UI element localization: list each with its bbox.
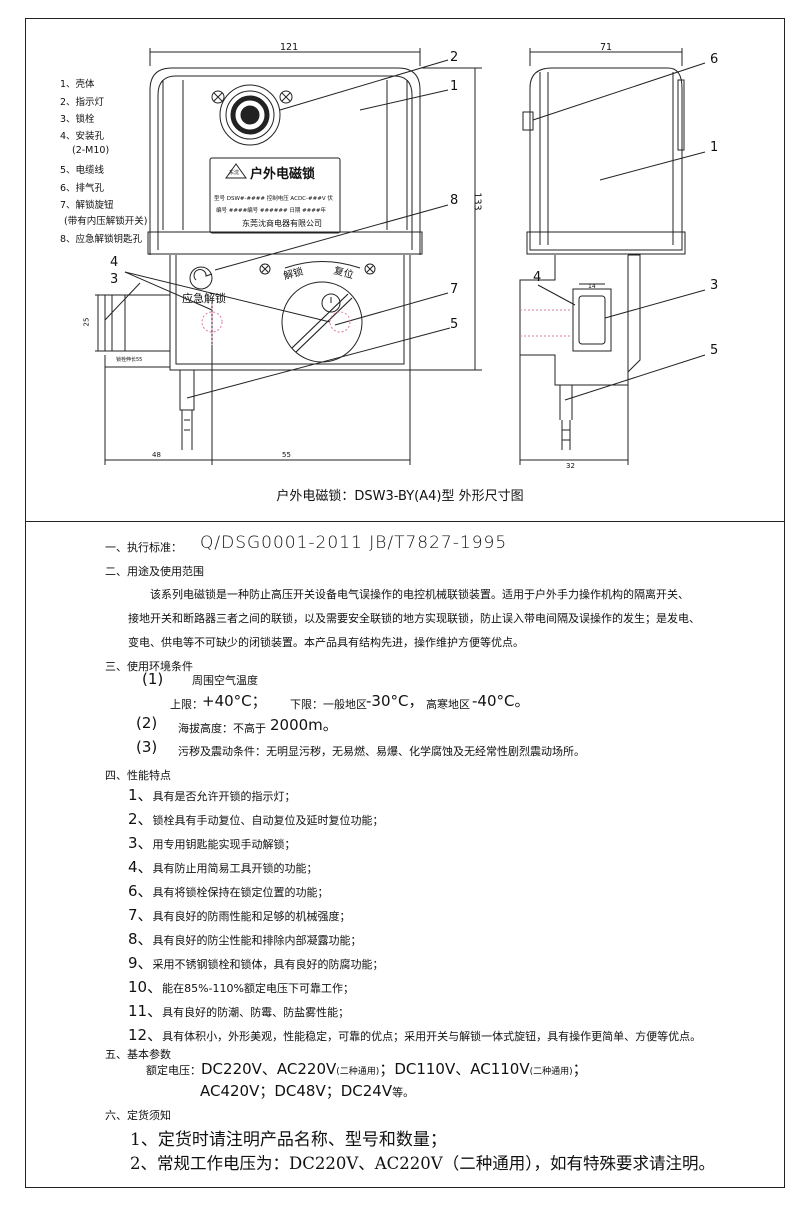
callout-1-side: 1 bbox=[710, 140, 719, 155]
callout-8: 8 bbox=[450, 193, 459, 208]
s3-item3: 污秽及震动条件：无明显污秽，无易燃、易爆、化学腐蚀及无经常性剧烈震动场所。 bbox=[178, 745, 585, 758]
drawing-caption: 户外电磁锁：DSW3-BY(A4)型 外形尺寸图 bbox=[276, 489, 524, 504]
legend-item: 8、应急解锁钥匙孔 bbox=[60, 234, 143, 245]
s3-item1-cold-value: -40°C。 bbox=[472, 692, 530, 710]
nameplate-logo: 东沈 bbox=[229, 170, 240, 176]
dimension-drawing bbox=[95, 48, 706, 465]
s2-para-2: 接地开关和断路器三者之间的联锁，以及需要安全联锁的地方实现联锁，防止误入带电间隔… bbox=[128, 612, 700, 625]
s5-voltage-line2: AC420V；DC48V；DC24V等。 bbox=[200, 1082, 415, 1100]
dim-side-inner: 14 bbox=[588, 283, 596, 290]
s1-standard: Q/DSG0001-2011 JB/T7827-1995 bbox=[200, 533, 508, 553]
s3-item3-num: (3) bbox=[136, 738, 158, 756]
legend-item: 5、电缆线 bbox=[60, 165, 105, 176]
legend-item: 2、指示灯 bbox=[60, 97, 105, 108]
s4-item: 4、具有防止用简易工具开锁的功能； bbox=[128, 858, 318, 876]
callout-1: 1 bbox=[450, 79, 459, 94]
dim-front-width: 121 bbox=[280, 42, 299, 53]
dim-side-bottom: 32 bbox=[566, 462, 575, 470]
nameplate-row2: 编号 ####编号 ###### 日期 ####年 bbox=[216, 208, 327, 214]
legend-item: 3、锁栓 bbox=[60, 114, 95, 125]
page-frame bbox=[25, 18, 785, 1188]
s3-item1-num: (1) bbox=[142, 670, 164, 688]
legend-item: (2-M10) bbox=[72, 145, 110, 156]
s4-item: 3、用专用钥匙能实现手动解锁； bbox=[128, 834, 296, 852]
s6-item-1: 1、定货时请注明产品名称、型号和数量； bbox=[130, 1130, 447, 1150]
s6-item-2: 2、常规工作电压为：DC220V、AC220V（二种通用），如有特殊要求请注明。 bbox=[130, 1154, 715, 1173]
dim-left-offset: 48 bbox=[152, 451, 161, 459]
s3-item2-label: 海拔高度：不高于 bbox=[178, 722, 266, 735]
legend-item: (带有内压解锁开关) bbox=[64, 216, 148, 227]
s5-title: 五、基本参数 bbox=[105, 1048, 171, 1061]
s3-item2-num: (2) bbox=[136, 714, 158, 732]
s4-item: 8、具有良好的防尘性能和排除内部凝露功能； bbox=[128, 930, 362, 948]
s3-item1-cold-label: 高寒地区 bbox=[426, 698, 470, 711]
callout-6-side: 6 bbox=[710, 52, 719, 67]
nameplate-title: 户外电磁锁 bbox=[250, 167, 316, 182]
s4-item: 6、具有将锁栓保持在锁定位置的功能； bbox=[128, 882, 329, 900]
callout-2: 2 bbox=[450, 50, 459, 65]
s4-item: 12、具有体积小，外形美观，性能稳定，可靠的优点；采用开关与解锁一体式旋钮，具有… bbox=[128, 1026, 702, 1044]
s3-item1-lower-label: 下限：一般地区 bbox=[290, 698, 367, 711]
s4-item: 9、采用不锈钢锁栓和锁体，具有良好的防腐功能； bbox=[128, 954, 384, 972]
callout-5-side: 5 bbox=[710, 343, 719, 358]
dim-bolt-extension: 锁栓伸长55 bbox=[116, 357, 143, 363]
s1-title: 一、执行标准： bbox=[105, 541, 182, 554]
s4-title: 四、性能特点 bbox=[105, 769, 171, 782]
callout-3-side: 3 bbox=[710, 278, 719, 293]
emergency-unlock-label: 应急解锁 bbox=[182, 292, 226, 305]
dim-mid-offset: 55 bbox=[282, 451, 291, 459]
callout-3: 3 bbox=[110, 272, 119, 287]
s2-para-1: 该系列电磁锁是一种防止高压开关设备电气误操作的电控机械联锁装置。适用于户外手力操… bbox=[150, 588, 689, 601]
legend-item: 7、解锁旋钮 bbox=[60, 200, 114, 211]
section-divider bbox=[25, 521, 785, 522]
s4-item: 11、具有良好的防潮、防霉、防盐雾性能； bbox=[128, 1002, 350, 1020]
s4-item: 2、锁栓具有手动复位、自动复位及延时复位功能； bbox=[128, 810, 384, 828]
s2-title: 二、用途及使用范围 bbox=[105, 565, 204, 578]
legend-item: 6、排气孔 bbox=[60, 183, 105, 194]
s3-item2-value: 2000m。 bbox=[270, 716, 338, 734]
s3-item1-lower-value: -30°C， bbox=[366, 692, 424, 710]
s3-title: 三、使用环境条件 bbox=[105, 660, 193, 673]
s6-title: 六、定货须知 bbox=[105, 1109, 171, 1122]
s3-item1-upper-value: +40°C； bbox=[202, 692, 267, 710]
s3-item1: 周围空气温度 bbox=[192, 674, 258, 687]
callout-4: 4 bbox=[110, 255, 119, 270]
dim-bolt: 25 bbox=[82, 317, 91, 327]
callout-4-side: 4 bbox=[533, 270, 542, 285]
s4-item: 10、能在85%-110%额定电压下可靠工作； bbox=[128, 978, 354, 996]
legend-item: 4、安装孔 bbox=[60, 131, 105, 142]
s4-item: 1、具有是否允许开锁的指示灯； bbox=[128, 786, 296, 804]
legend-item: 1、壳体 bbox=[60, 79, 95, 90]
s5-voltage-line1: 额定电压：DC220V、AC220V(二种通用)；DC110V、AC110V(二… bbox=[146, 1060, 588, 1078]
s4-item: 7、具有良好的防雨性能和足够的机械强度； bbox=[128, 906, 351, 924]
callout-5: 5 bbox=[450, 317, 459, 332]
s2-para-3: 变电、供电等不可缺少的闭锁装置。本产品具有结构先进，操作维护方便等优点。 bbox=[128, 636, 524, 649]
s3-item1-upper-label: 上限： bbox=[170, 698, 203, 711]
nameplate-row1: 型号 DSW#-#### 控制电压 ACDC-###V 伏 bbox=[214, 196, 333, 202]
nameplate-maker: 东莞沈商电器有限公司 bbox=[242, 219, 322, 228]
dim-side-width: 71 bbox=[600, 42, 613, 53]
callout-7: 7 bbox=[450, 282, 459, 297]
dim-height: 133 bbox=[471, 192, 483, 211]
